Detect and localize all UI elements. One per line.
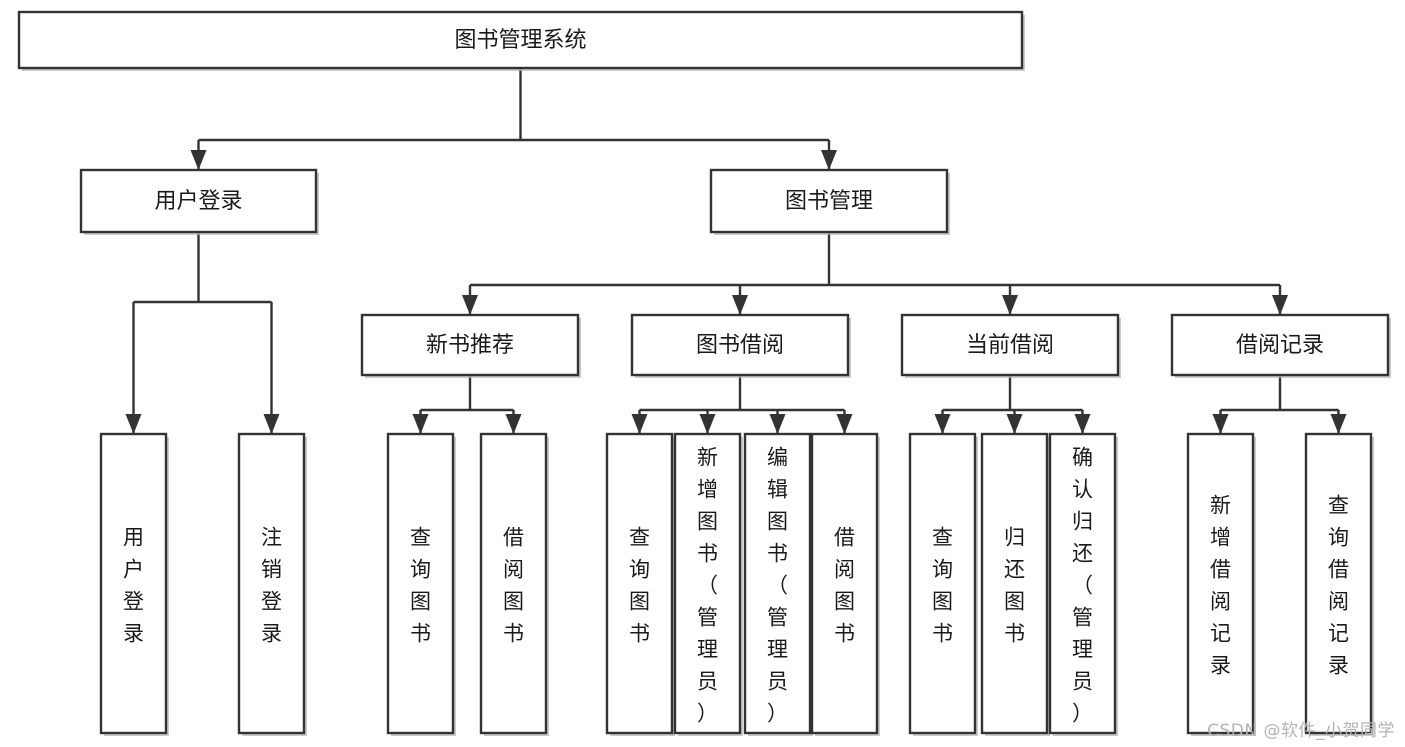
node-label: 图书管理系统 (454, 28, 586, 53)
node-label: 查询借阅记录 (1328, 493, 1349, 677)
node-label: 新增图书（管理员） (697, 445, 718, 725)
connector-arrowhead (412, 414, 429, 434)
node-leaf-query-book-2[interactable]: 查询图书 (605, 432, 675, 736)
node-leaf-return-book[interactable]: 归还图书 (980, 432, 1050, 736)
connector-arrowhead (505, 414, 522, 434)
connector-arrowhead (125, 414, 142, 434)
node-label: 当前借阅 (966, 333, 1054, 358)
node-leaf-borrow-book-2[interactable]: 借阅图书 (810, 432, 880, 736)
node-label: 查询图书 (629, 525, 650, 645)
node-new-book-recommend[interactable]: 新书推荐 (360, 313, 581, 378)
connector-arrowhead (263, 414, 280, 434)
node-label: 用户登录 (123, 525, 144, 645)
connector-arrowhead (699, 414, 716, 434)
node-label: 图书借阅 (696, 333, 784, 358)
node-label: 新增借阅记录 (1210, 493, 1231, 677)
connector-arrowhead (836, 414, 853, 434)
connector-arrowhead (190, 150, 207, 170)
node-label: 借阅图书 (503, 525, 524, 645)
node-leaf-add-record[interactable]: 新增借阅记录 (1186, 432, 1256, 736)
node-leaf-borrow-book-1[interactable]: 借阅图书 (479, 432, 549, 736)
nodes-layer: 图书管理系统用户登录用户登录注销登录图书管理新书推荐查询图书借阅图书图书借阅查询… (17, 10, 1391, 736)
connector-arrowhead (1330, 414, 1347, 434)
node-borrow-records[interactable]: 借阅记录 (1170, 313, 1391, 378)
node-leaf-query-record[interactable]: 查询借阅记录 (1304, 432, 1374, 736)
node-label: 图书管理 (785, 189, 873, 214)
node-leaf-query-book-3[interactable]: 查询图书 (908, 432, 978, 736)
connectors-layer (125, 68, 1347, 434)
node-leaf-query-book-1[interactable]: 查询图书 (386, 432, 456, 736)
connector-arrowhead (462, 295, 478, 315)
node-root[interactable]: 图书管理系统 (17, 10, 1025, 71)
connector-arrowhead (821, 150, 837, 170)
connector-arrowhead (1272, 295, 1288, 315)
connector-arrowhead (1006, 414, 1023, 434)
connector-arrowhead (769, 414, 786, 434)
node-label: 编辑图书（管理员） (767, 445, 788, 725)
connector-arrowhead (1002, 295, 1018, 315)
node-label: 查询图书 (932, 525, 953, 645)
connector-arrowhead (1212, 414, 1229, 434)
connector-arrowhead (1074, 414, 1091, 434)
node-leaf-edit-book[interactable]: 编辑图书（管理员） (743, 432, 813, 736)
node-label: 借阅图书 (834, 525, 855, 645)
csdn-watermark: CSDN @软件_小贺同学 (1207, 721, 1395, 741)
node-label: 借阅记录 (1236, 333, 1324, 358)
node-label: 用户登录 (154, 189, 242, 214)
node-leaf-add-book[interactable]: 新增图书（管理员） (673, 432, 743, 736)
connector-arrowhead (732, 295, 748, 315)
node-user-login[interactable]: 用户登录 (79, 168, 319, 235)
node-current-borrow[interactable]: 当前借阅 (900, 313, 1121, 378)
node-leaf-user-login[interactable]: 用户登录 (99, 432, 169, 736)
connector-arrowhead (934, 414, 951, 434)
node-label: 注销登录 (261, 525, 282, 645)
node-leaf-confirm-return[interactable]: 确认归还（管理员） (1048, 432, 1118, 736)
node-label: 新书推荐 (426, 333, 514, 358)
node-label: 查询图书 (410, 525, 431, 645)
node-label: 确认归还（管理员） (1072, 445, 1093, 725)
connector-arrowhead (631, 414, 648, 434)
node-book-borrow[interactable]: 图书借阅 (630, 313, 851, 378)
node-label: 归还图书 (1004, 525, 1025, 645)
node-book-manage[interactable]: 图书管理 (709, 168, 950, 235)
node-leaf-logout[interactable]: 注销登录 (237, 432, 307, 736)
